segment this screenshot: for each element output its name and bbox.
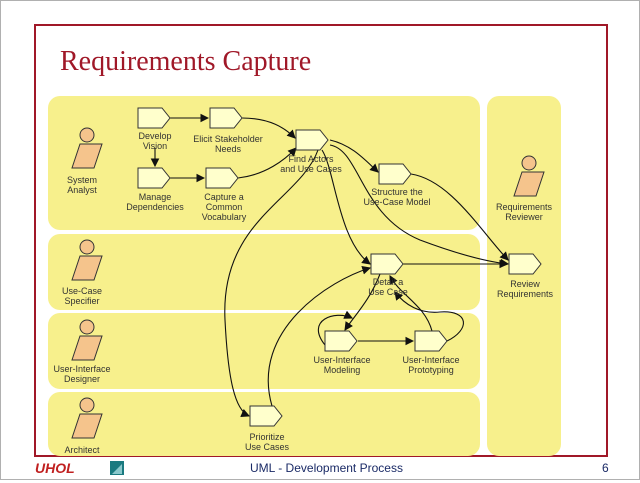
flow-ui-prototyping-to-detail-use-case — [389, 275, 433, 332]
role-requirements-reviewer-icon — [513, 155, 545, 197]
logo-text: UHOL — [35, 460, 75, 476]
flow-find-actors-use-cases-to-prioritize-use-cases — [224, 149, 319, 417]
activity-find-actors-use-cases-shape — [295, 129, 329, 151]
activity-structure-use-case-model-shape — [378, 163, 412, 185]
activity-review-requirements-shape — [508, 253, 542, 275]
lane-use-case-specifier — [48, 234, 480, 310]
role-architect-icon — [71, 397, 103, 439]
flow-find-actors-use-cases-to-structure-use-case-model — [329, 139, 379, 173]
flow-elicit-stakeholder-needs-to-find-actors-use-cases — [241, 117, 296, 139]
flow-prioritize-use-cases-to-detail-use-case — [267, 266, 372, 407]
role-user-interface-designer-icon — [71, 319, 103, 361]
flow-detail-use-case-to-ui-modeling — [344, 273, 381, 331]
activity-manage-dependencies-shape — [137, 167, 171, 189]
lane-requirements-reviewer — [487, 96, 561, 456]
activity-capture-vocabulary-shape — [205, 167, 239, 189]
role-architect-label: Architect — [64, 445, 100, 455]
activity-ui-modeling-shape — [324, 330, 358, 352]
role-use-case-specifier-icon — [71, 239, 103, 281]
flow-layer — [150, 113, 510, 417]
left-rule — [34, 24, 36, 456]
flow-ui-loop-right — [394, 291, 464, 342]
flow-capture-vocabulary-to-find-actors-use-cases — [237, 147, 297, 179]
page-number: 6 — [602, 461, 609, 475]
title-rule — [34, 24, 608, 26]
lane-system-analyst — [48, 96, 480, 230]
flow-find-actors-use-cases-to-review-requirements — [329, 144, 510, 268]
activity-prioritize-use-cases-shape — [249, 405, 283, 427]
flow-structure-use-case-model-to-review-requirements — [410, 173, 509, 261]
company-logo: UHOL — [34, 458, 134, 483]
slide-title: Requirements Capture — [60, 46, 312, 77]
flow-find-actors-use-cases-to-detail-use-case — [321, 149, 371, 265]
activity-detail-use-case-shape — [370, 253, 404, 275]
activity-ui-prototyping-shape — [414, 330, 448, 352]
activity-develop-vision-shape — [137, 107, 171, 129]
activity-elicit-stakeholder-needs-shape — [209, 107, 243, 129]
footer-text: UML - Development Process — [250, 461, 403, 475]
role-system-analyst-icon — [71, 127, 103, 169]
lane-user-interface-designer — [48, 313, 480, 389]
right-rule — [606, 24, 608, 456]
flow-ui-loop-left — [317, 310, 353, 346]
